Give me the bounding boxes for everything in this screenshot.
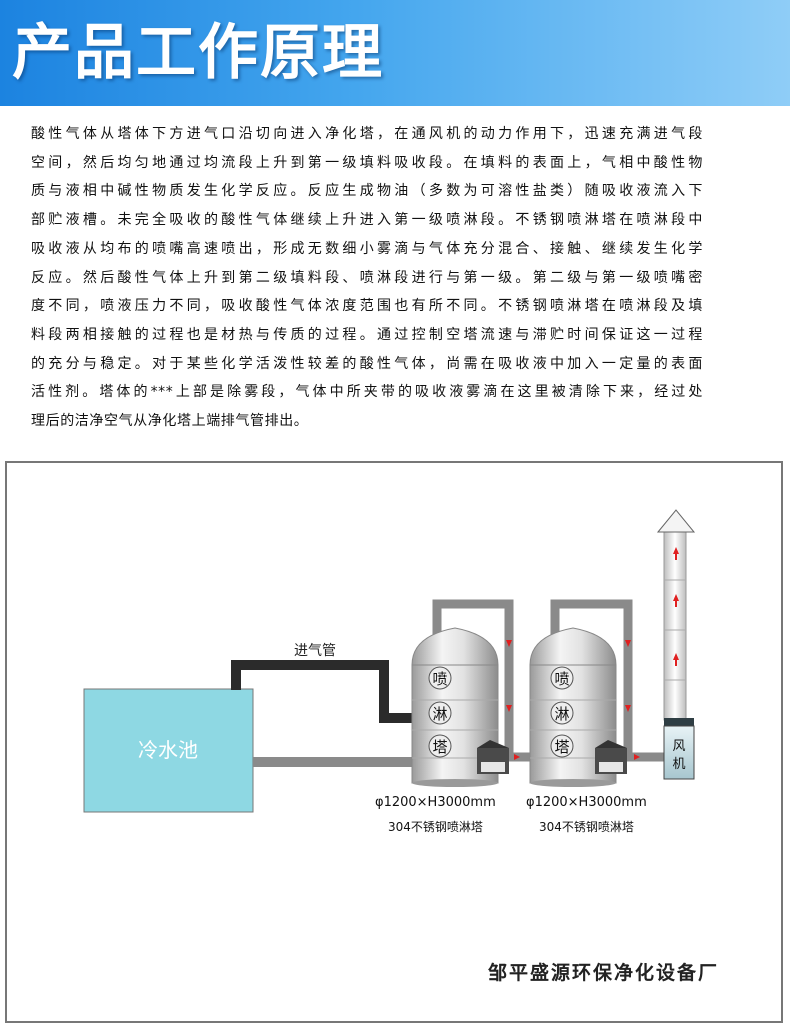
page-title: 产品工作原理 (12, 18, 384, 88)
arrow-right-icon (634, 754, 640, 760)
tower2-label-badges: 喷 淋 塔 (550, 666, 574, 758)
pool-return-pipe (253, 757, 413, 767)
tower1-char-1: 喷 (432, 670, 447, 688)
cold-water-pool (83, 688, 254, 813)
duct-tower2-to-fan (550, 599, 667, 762)
tower1-spec: φ1200×H3000mm (375, 795, 496, 810)
arrow-down-icon (625, 705, 631, 712)
tower2-char-2: 淋 (554, 705, 569, 723)
tower2-char-1: 喷 (554, 670, 569, 688)
spray-tower-1 (411, 627, 499, 787)
arrow-up-icon (673, 594, 679, 601)
fan-label-2: 机 (672, 757, 685, 772)
tower2-spec: φ1200×H3000mm (526, 795, 647, 810)
spray-tower-2 (529, 627, 617, 787)
intro-line: 部贮液槽。未完全吸收的酸性气体继续上升进入第一级喷淋段。不锈钢喷淋塔在喷淋段中 (31, 212, 703, 229)
intro-paragraph: 酸性气体从塔体下方进气口沿切向进入净化塔，在通风机的动力作用下，迅速充满进气段 … (31, 120, 703, 438)
intro-line: 理后的洁净空气从净化塔上端排气管排出。 (31, 413, 309, 430)
arrow-down-icon (625, 640, 631, 647)
pool-label: 冷水池 (138, 738, 198, 762)
arrow-down-icon (506, 705, 512, 712)
tower1-char-2: 淋 (432, 705, 447, 723)
pump-1 (477, 740, 509, 774)
flow-arrows (506, 547, 679, 760)
tower2-material: 304不锈钢喷淋塔 (539, 820, 634, 834)
intro-line: 度不同，喷液压力不同，吸收酸性气体浓度范围也有所不同。不锈钢喷淋塔在喷淋段及填 (31, 298, 703, 315)
intro-line: 空间，然后均匀地通过均流段上升到第一级填料吸收段。在填料的表面上，气相中酸性物 (31, 154, 703, 171)
intro-line: 反应。然后酸性气体上升到第二级填料段、喷淋段进行与第一级。第二级与第一级喷嘴密 (31, 269, 703, 286)
inlet-pipe (231, 660, 412, 723)
inlet-pipe-label: 进气管 (294, 643, 336, 659)
tower1-material: 304不锈钢喷淋塔 (388, 820, 483, 834)
company-name: 邹平盛源环保净化设备厂 (488, 962, 720, 984)
arrow-right-icon (514, 754, 520, 760)
intro-line: 质与液相中碱性物质发生化学反应。反应生成物油（多数为可溶性盐类）随吸收液流入下 (31, 183, 703, 200)
exhaust-stack (656, 509, 696, 721)
fan-unit: 风 机 (663, 718, 695, 780)
arrow-up-icon (673, 547, 679, 554)
tower2-char-3: 塔 (554, 738, 569, 756)
intro-line: 料段两相接触的过程也是材热与传质的过程。通过控制空塔流速与滞贮时间保证这一过程 (31, 326, 703, 343)
intro-line: 的充分与稳定。对于某些化学活泼性较差的酸性气体，尚需在吸收液中加入一定量的表面 (31, 355, 703, 372)
arrow-down-icon (506, 640, 512, 647)
intro-line: 酸性气体从塔体下方进气口沿切向进入净化塔，在通风机的动力作用下，迅速充满进气段 (31, 126, 703, 142)
tower1-char-3: 塔 (432, 738, 447, 756)
pump-2 (595, 740, 627, 774)
arrow-up-icon (673, 653, 679, 660)
intro-line: 吸收液从均布的喷嘴高速喷出，形成无数细小雾滴与气体充分混合、接触、继续发生化学 (31, 240, 703, 257)
header-banner: 产品工作原理 (0, 0, 790, 106)
fan-label-1: 风 (672, 739, 685, 754)
intro-line: 活性剂。塔体的***上部是除雾段，气体中所夹带的吸收液雾滴在这里被清除下来，经过… (31, 384, 703, 401)
tower1-label-badges: 喷 淋 塔 (428, 666, 452, 758)
